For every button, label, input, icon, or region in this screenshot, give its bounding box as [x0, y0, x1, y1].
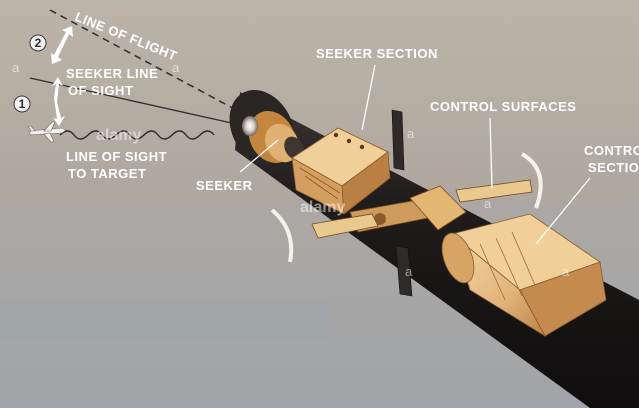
control-section-leader — [535, 177, 591, 245]
angle-2-marker — [29, 34, 47, 52]
watermark-brand: alamy — [300, 199, 345, 216]
watermark-letter: a — [484, 196, 492, 211]
seeker-eye — [242, 116, 258, 136]
seeker-line-of-sight — [29, 77, 237, 125]
label-line-of-flight: LINE OF FLIGHT — [73, 9, 180, 64]
label-line-of-sight-to-target-2: TO TARGET — [68, 166, 146, 181]
angle-2-arrow — [51, 26, 73, 64]
background-band — [0, 300, 330, 340]
label-seeker-section: SEEKER SECTION — [316, 46, 438, 61]
label-control-surfaces: CONTROL SURFACES — [430, 99, 576, 114]
angle-1-arrow — [52, 77, 65, 126]
lower-fin — [395, 245, 413, 297]
label-seeker-line-of-sight-1: SEEKER LINE — [66, 66, 158, 81]
watermark-letter: a — [405, 264, 413, 279]
control-surface-left — [311, 213, 379, 239]
watermark-letter: a — [407, 126, 415, 141]
label-control-section-1: CONTROL — [584, 143, 639, 158]
label-line-of-sight-to-target-1: LINE OF SIGHT — [66, 149, 167, 164]
rotation-arrow-left — [270, 208, 294, 263]
watermark-letter: a — [12, 60, 20, 75]
label-control-section-2: SECTION — [588, 160, 639, 175]
label-seeker-line-of-sight-2: OF SIGHT — [68, 83, 133, 98]
line-of-sight-to-target — [59, 130, 215, 140]
seeker-leader — [239, 139, 279, 173]
control-section-block — [441, 213, 607, 338]
missile — [229, 89, 639, 408]
control-surfaces-leader — [489, 117, 493, 189]
control-surface-right — [455, 179, 533, 203]
watermark-letter: a — [562, 264, 570, 279]
target-aircraft-icon — [27, 121, 67, 143]
angle-1-number: 1 — [19, 97, 26, 111]
angle-2-number: 2 — [35, 36, 42, 50]
seeker-section-block — [291, 127, 391, 215]
label-seeker: SEEKER — [196, 178, 253, 193]
watermark-letter: a — [172, 60, 180, 75]
upper-fin — [391, 109, 405, 171]
angle-1-marker — [13, 95, 31, 113]
watermark-brand: alamy — [96, 127, 141, 144]
rotation-arrow-right — [520, 152, 543, 209]
seeker-section-leader — [361, 64, 376, 131]
